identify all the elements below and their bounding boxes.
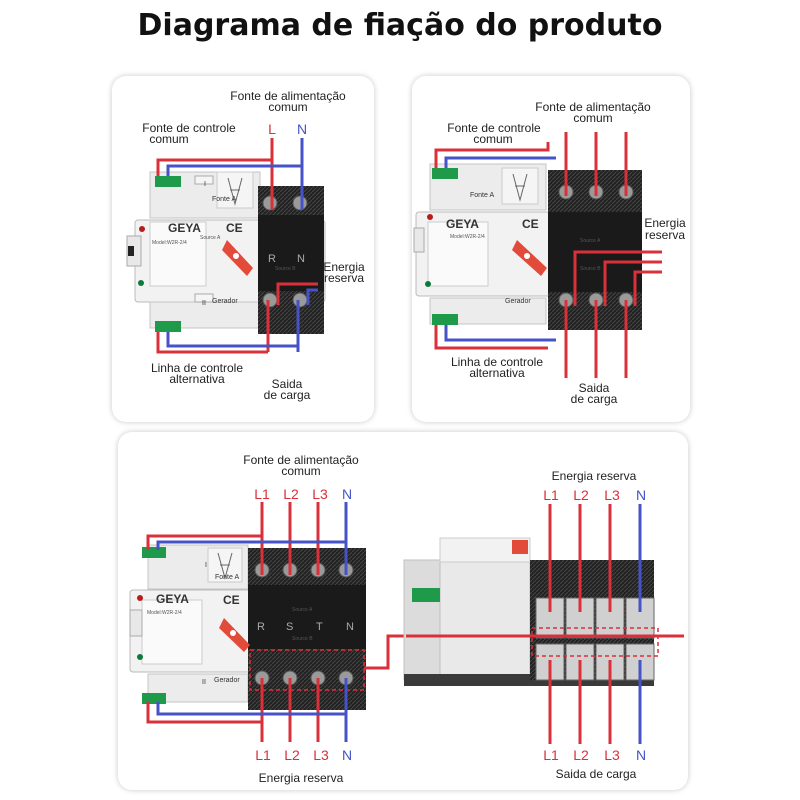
label-common-control-2: comum [473, 132, 512, 146]
face-letter-s: S [286, 621, 293, 633]
panel1-labels: Fonte de alimentação comum Fonte de cont… [142, 89, 365, 402]
right-terminal-label-l3: L3 [604, 487, 620, 503]
panel3-side-wires [406, 504, 684, 744]
face-letter-t: T [316, 621, 323, 633]
label-common-control: Fonte de controle [447, 121, 541, 135]
label-load-output-2: de carga [264, 388, 311, 402]
model-label: Model:W2R-2/4 [152, 240, 187, 246]
section-i-label: I [205, 562, 207, 569]
face-letter-r: R [268, 253, 276, 265]
terminal-label-l1: L1 [254, 486, 270, 502]
right-terminal-label-l1: L1 [543, 487, 559, 503]
terminal-label-n-bottom: N [342, 747, 352, 763]
panel1-switch: GEYA CE Model:W2R-2/4 Fonte A Gerador I … [126, 171, 326, 334]
label-load-output: Saida de carga [556, 767, 637, 781]
right-terminal-label-l2-bottom: L2 [573, 747, 589, 763]
section-ii-label: II [202, 300, 206, 307]
label-load-output: Saida [272, 377, 303, 391]
terminal-label-l: L [268, 121, 276, 137]
right-terminal-label-n: N [636, 487, 646, 503]
panel1-wires [156, 138, 318, 354]
gerador-label: Gerador [212, 298, 238, 305]
terminal-label-l2-bottom: L2 [284, 747, 300, 763]
label-common-supply-2: comum [573, 111, 612, 125]
label-alt-control: Linha de controle [151, 361, 243, 375]
model-label: Model:W2R-2/4 [147, 610, 182, 616]
fonte-a-label: Fonte A [215, 574, 239, 581]
right-terminal-label-l3-bottom: L3 [604, 747, 620, 763]
label-reserve-2: reserva [324, 271, 364, 285]
panel3-wires [146, 502, 406, 742]
panel2-wires [434, 132, 662, 378]
terminal-label-l3: L3 [312, 486, 328, 502]
terminal-label-l2: L2 [283, 486, 299, 502]
label-common-supply: Fonte de alimentação [230, 89, 346, 103]
label-common-supply-2: comum [281, 464, 320, 478]
panel2-switch: GEYA CE Model:W2R-2/4 Fonte A Gerador So… [413, 163, 642, 330]
gerador-label: Gerador [505, 298, 531, 305]
panel3-switch: GEYA CE Model:W2R-2/4 Fonte A Gerador I … [129, 544, 366, 710]
right-terminal-label-l2: L2 [573, 487, 589, 503]
label-alt-control-2: alternativa [169, 372, 225, 386]
label-load-output-2: de carga [571, 392, 618, 406]
panel3-side-view [403, 537, 659, 686]
terminal-label-l3-bottom: L3 [313, 747, 329, 763]
section-ii-label: II [202, 679, 206, 686]
source-b-label: Source B [292, 636, 313, 642]
selector-handle[interactable] [222, 240, 253, 276]
label-common-supply-2: comum [268, 100, 307, 114]
source-a-label: Source A [200, 235, 221, 241]
source-a-label: Source A [580, 238, 601, 244]
brand-logo: GEYA [156, 592, 189, 606]
label-right-reserve: Energia reserva [552, 469, 637, 483]
gerador-label: Gerador [214, 677, 240, 684]
label-alt-control: Linha de controle [451, 355, 543, 369]
right-terminal-label-l1-bottom: L1 [543, 747, 559, 763]
panel2-labels: Fonte de alimentação comum Fonte de cont… [447, 100, 686, 406]
terminal-label-l1-bottom: L1 [255, 747, 271, 763]
label-common-control-2: comum [149, 132, 188, 146]
label-common-control: Fonte de controle [142, 121, 236, 135]
label-reserve: Energia [323, 260, 365, 274]
label-load-output: Saida [579, 381, 610, 395]
face-letter-n: N [297, 253, 305, 265]
selector-handle[interactable] [512, 240, 547, 276]
brand-logo: GEYA [446, 217, 479, 231]
ce-mark: CE [223, 593, 240, 607]
label-reserve-2: reserva [645, 228, 685, 242]
source-b-label: Source B [580, 266, 601, 272]
face-letter-n: N [346, 621, 354, 633]
label-reserve: Energia [644, 216, 686, 230]
model-label: Model:W2R-2/4 [450, 234, 485, 240]
page-title: Diagrama de fiação do produto [137, 8, 663, 43]
source-a-label: Source A [292, 607, 313, 613]
label-common-supply: Fonte de alimentação [535, 100, 651, 114]
face-letter-r: R [257, 621, 265, 633]
ce-mark: CE [522, 217, 539, 231]
fonte-a-label: Fonte A [470, 192, 494, 199]
terminal-label-n: N [297, 121, 307, 137]
source-b-label: Source B [275, 266, 296, 272]
right-terminal-label-n-bottom: N [636, 747, 646, 763]
terminal-label-n: N [342, 486, 352, 502]
label-alt-control-2: alternativa [469, 366, 525, 380]
brand-logo: GEYA [168, 221, 201, 235]
panel3-labels: Fonte de alimentação comum L1 L2 L3 N L1… [243, 453, 359, 785]
ce-mark: CE [226, 221, 243, 235]
section-i-label: I [204, 181, 206, 188]
label-common-supply: Fonte de alimentação [243, 453, 359, 467]
label-reserve: Energia reserva [259, 771, 344, 785]
fonte-a-label: Fonte A [212, 196, 236, 203]
selector-handle[interactable] [219, 618, 250, 652]
panel3-side-labels: Energia reserva L1 L2 L3 N L1 L2 L3 N Sa… [543, 469, 646, 781]
